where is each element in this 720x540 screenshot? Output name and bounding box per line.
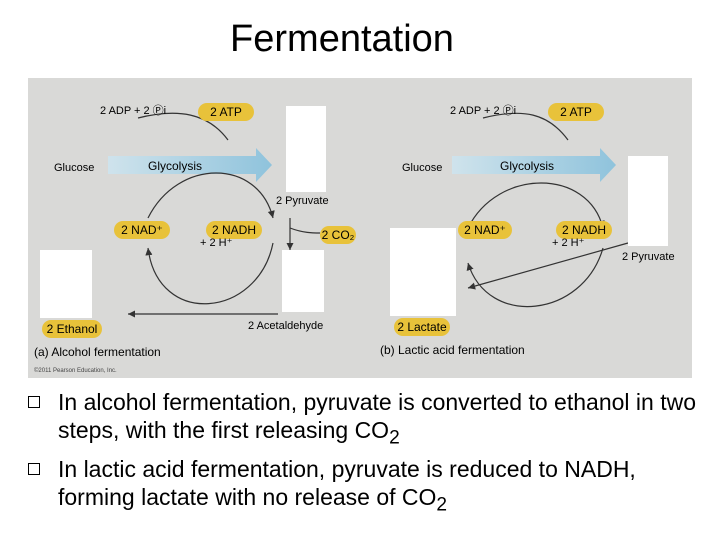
atp-curve-a bbox=[137, 112, 229, 141]
fermentation-figure: 2 ADP + 2 Ⓟi 2 ATP Glucose Glycolysis 2 … bbox=[28, 78, 692, 378]
acetaldehyde-label-a: 2 Acetaldehyde bbox=[248, 320, 324, 332]
lactate-molecule-b bbox=[390, 228, 456, 316]
lactate-badge-b: 2 Lactate bbox=[394, 318, 450, 336]
acetaldehyde-molecule-a bbox=[282, 250, 324, 312]
checkbox-bullet-icon bbox=[28, 396, 40, 408]
atp-badge-a: 2 ATP bbox=[198, 103, 254, 121]
nadh-badge-a: 2 NADH bbox=[206, 221, 262, 239]
h-label-b: + 2 H⁺ bbox=[552, 237, 585, 249]
caption-b: (b) Lactic acid fermentation bbox=[380, 343, 525, 357]
pi-label-a: + 2 Ⓟi bbox=[134, 105, 167, 117]
atp-curve-b bbox=[482, 112, 569, 141]
page-title: Fermentation bbox=[230, 18, 454, 60]
pi-label-b: + 2 Ⓟi bbox=[484, 105, 517, 117]
checkbox-bullet-icon bbox=[28, 462, 40, 475]
glycolysis-arrow-a bbox=[108, 148, 272, 182]
nadh-cycle-b bbox=[466, 247, 604, 308]
pyruvate-label-a: 2 Pyruvate bbox=[276, 195, 329, 207]
bullet-text: In lactic acid fermentation, pyruvate is… bbox=[58, 455, 636, 510]
nad-cycle-b bbox=[467, 182, 605, 229]
glycolysis-label-a: Glycolysis bbox=[148, 159, 203, 173]
nad-badge-a: 2 NAD⁺ bbox=[114, 221, 170, 239]
nad-badge-b: 2 NAD⁺ bbox=[458, 221, 512, 239]
h-label-a: + 2 H⁺ bbox=[200, 237, 233, 249]
copyright: ©2011 Pearson Education, Inc. bbox=[34, 368, 117, 374]
ethanol-badge-a: 2 Ethanol bbox=[42, 320, 102, 338]
nadh-badge-b: 2 NADH bbox=[556, 221, 612, 239]
bullet-list: In alcohol fermentation, pyruvate is con… bbox=[28, 388, 708, 521]
co2-badge-a: 2 CO₂ bbox=[320, 226, 356, 244]
subscript: 2 bbox=[389, 427, 400, 449]
figure-graphics bbox=[108, 112, 629, 318]
pyruvate-molecule-a bbox=[286, 106, 326, 192]
nadh-cycle-a bbox=[145, 242, 274, 305]
nad-cycle-a bbox=[147, 172, 275, 219]
glucose-label-b: Glucose bbox=[402, 162, 443, 174]
subscript: 2 bbox=[436, 494, 448, 516]
glucose-label-a: Glucose bbox=[54, 162, 95, 174]
bullet-text: In alcohol fermentation, pyruvate is con… bbox=[58, 389, 696, 443]
adp-label-b: 2 ADP bbox=[450, 105, 482, 117]
pyruvate-molecule-b bbox=[628, 156, 668, 246]
bullet-item-alcohol: In alcohol fermentation, pyruvate is con… bbox=[28, 388, 708, 453]
atp-badge-b: 2 ATP bbox=[548, 103, 604, 121]
glycolysis-label-b: Glycolysis bbox=[500, 159, 555, 173]
adp-label-a: 2 ADP bbox=[100, 105, 132, 117]
glycolysis-arrow-b bbox=[452, 148, 616, 182]
pyruvate-label-b: 2 Pyruvate bbox=[622, 251, 675, 263]
caption-a: (a) Alcohol fermentation bbox=[34, 345, 161, 359]
bullet-item-lactic: In lactic acid fermentation, pyruvate is… bbox=[28, 455, 708, 520]
ethanol-molecule-a bbox=[40, 250, 92, 318]
